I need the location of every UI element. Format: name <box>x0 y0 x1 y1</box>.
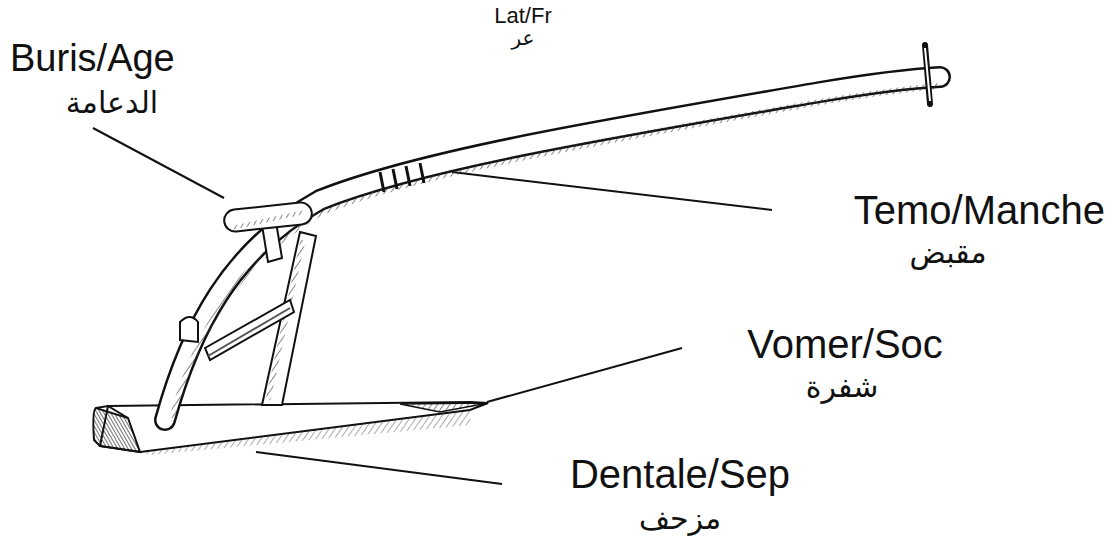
language-key: Lat/Fr <box>494 4 551 28</box>
part-name: Dentale/Sep <box>570 452 790 496</box>
part-name-arabic: الدعامة <box>66 86 158 119</box>
leader-lines <box>93 128 772 484</box>
part-name: Buris/Age <box>10 38 175 80</box>
language-key: عر <box>512 27 535 49</box>
part-name: Vomer/Soc <box>747 322 943 366</box>
vomer-share <box>400 403 488 412</box>
part-name-arabic: شفرة <box>806 370 879 403</box>
dentale-sole <box>93 402 488 455</box>
part-name-arabic: مزحف <box>639 502 721 535</box>
buris-handle <box>223 201 313 262</box>
side-peg <box>180 317 198 342</box>
part-name-arabic: مقبض <box>909 236 986 269</box>
part-name: Temo/Manche <box>854 188 1105 232</box>
